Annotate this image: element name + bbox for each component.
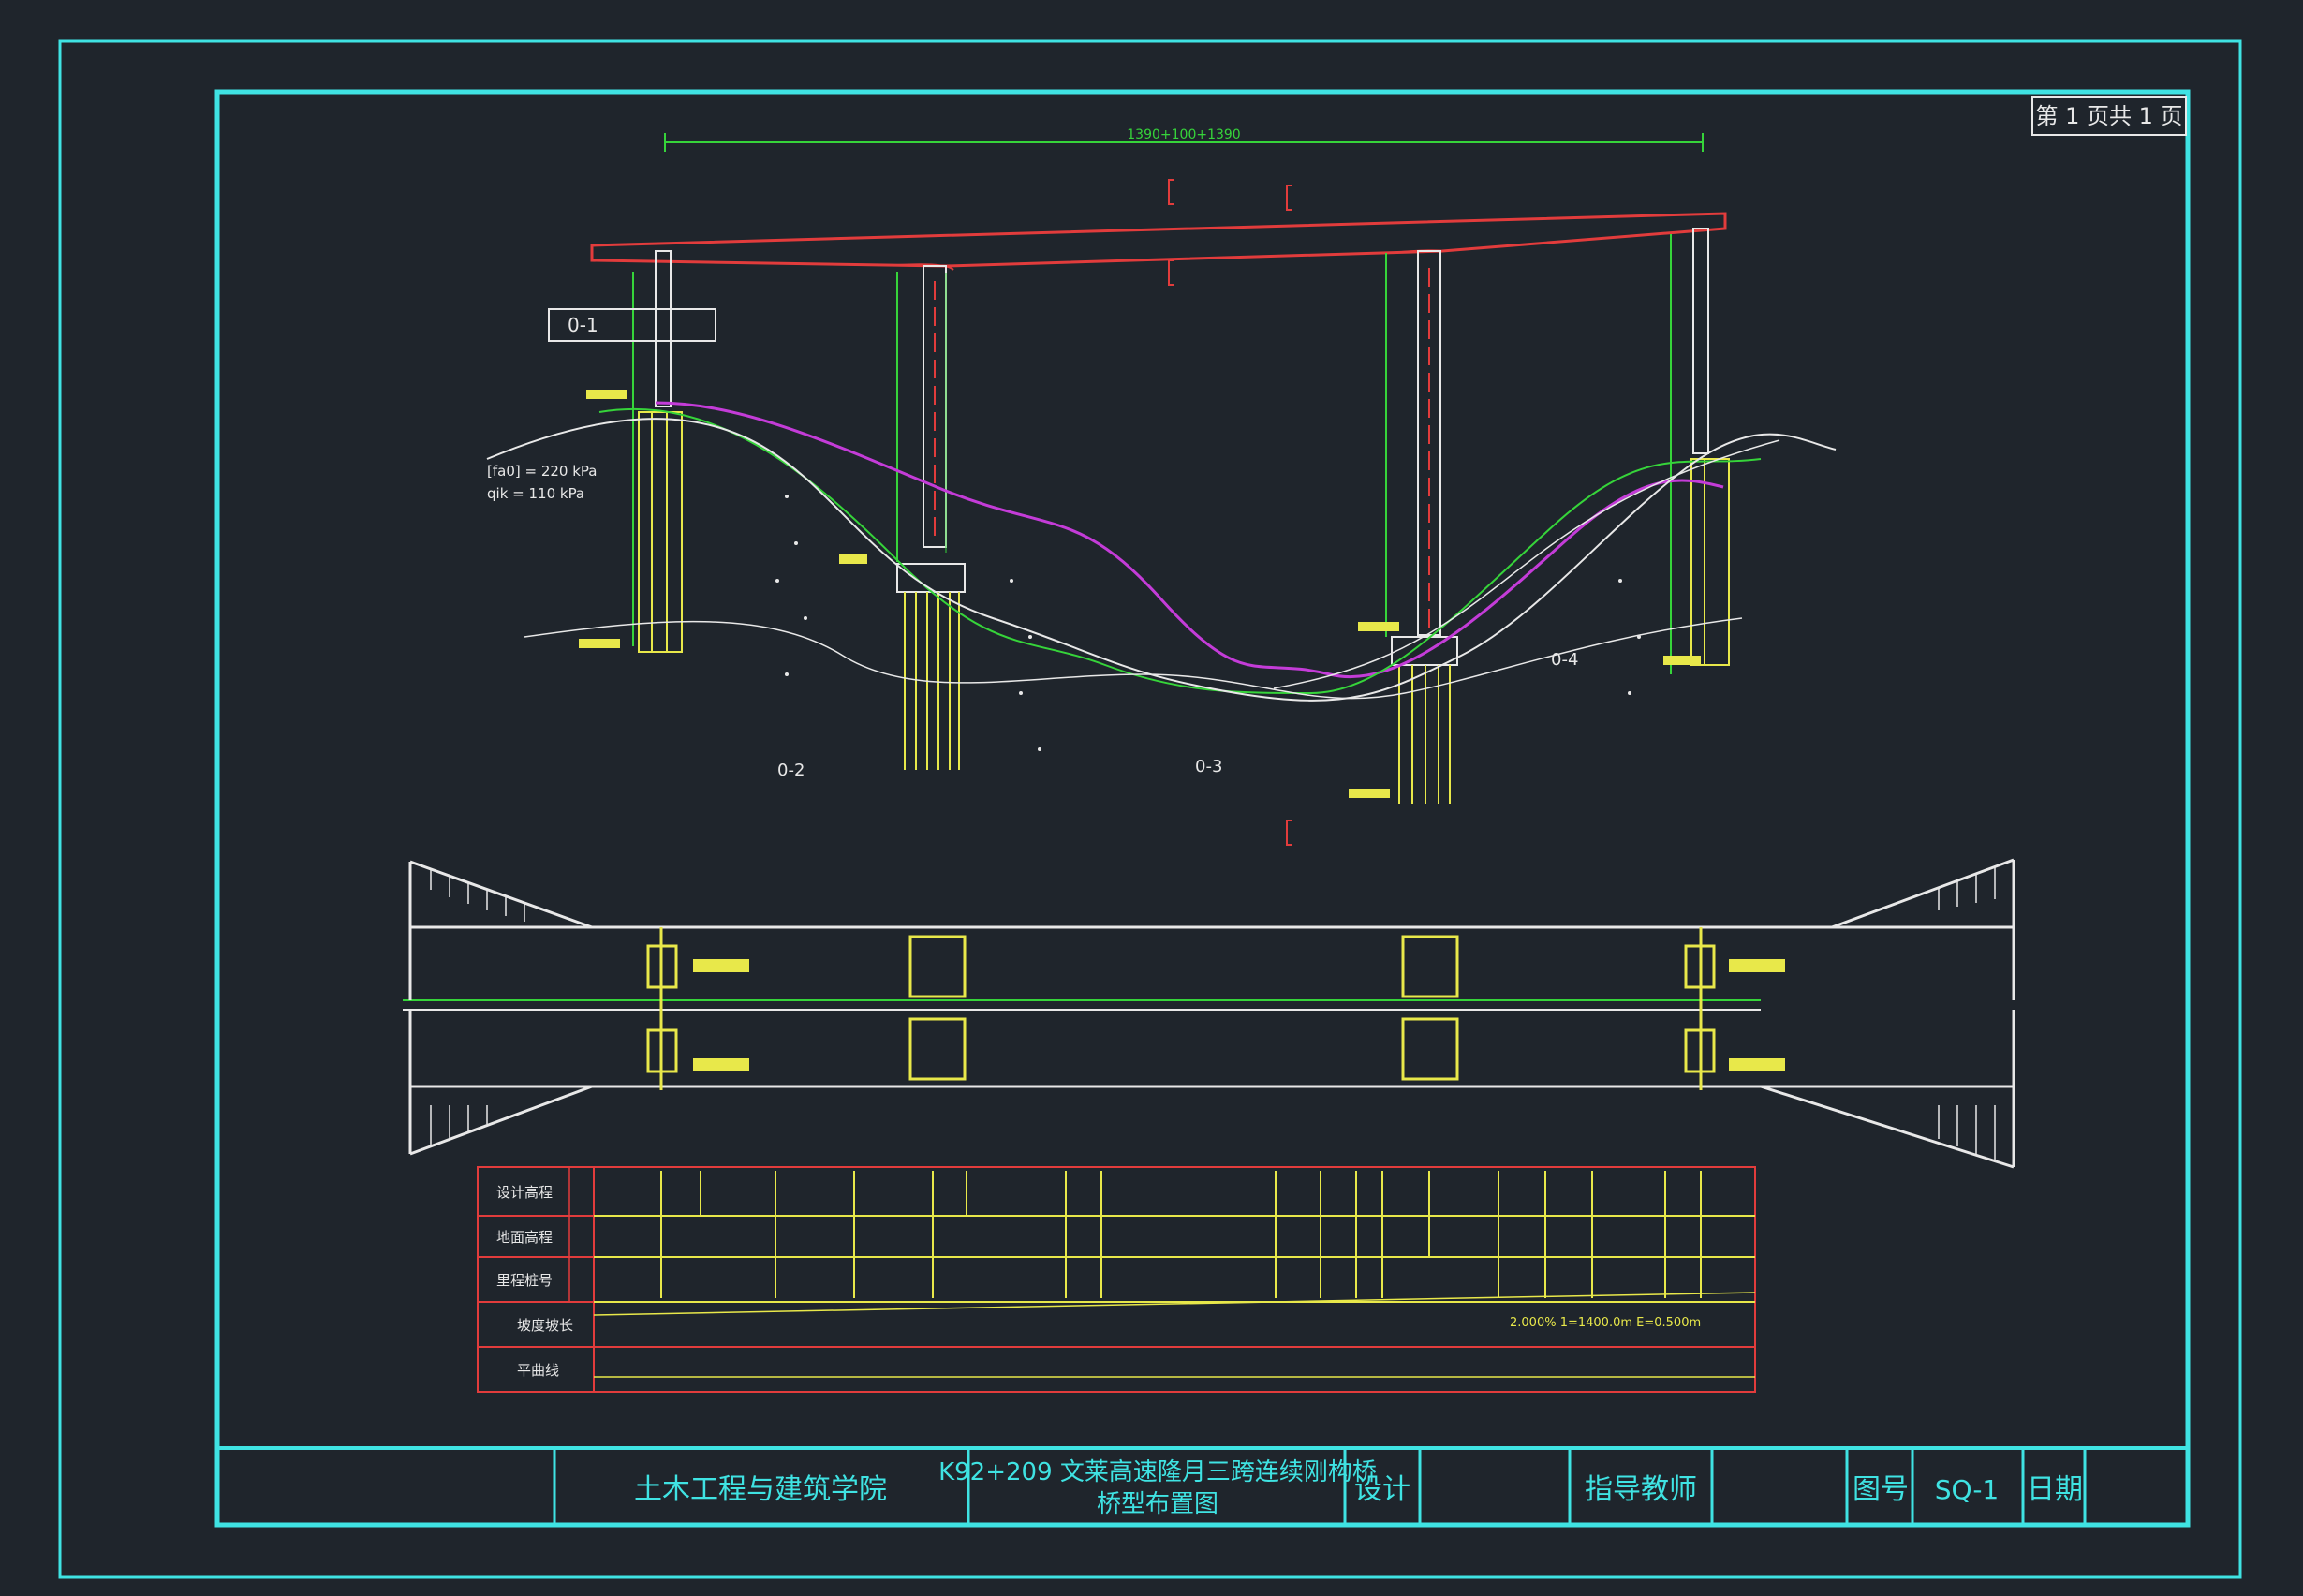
bearing-value-1: [fa0] = 220 kPa <box>487 463 597 480</box>
inner-frame <box>214 89 2191 1528</box>
label-box-0-1: 0-1 <box>548 308 716 342</box>
row-label-chainage: 里程桩号 <box>496 1272 553 1289</box>
grade-note: 2.000% 1=1400.0m E=0.500m <box>1510 1316 1701 1330</box>
date-label: 日期 <box>2027 1473 2083 1506</box>
row-label-ground-elev: 地面高程 <box>496 1229 553 1246</box>
pier-label-0-3: 0-3 <box>1195 757 1222 776</box>
top-dimension-label: 1390+100+1390 <box>1127 127 1240 142</box>
abutment-label-0-4: 0-4 <box>1551 650 1578 670</box>
row-label-grade: 坡度坡长 <box>517 1317 573 1334</box>
project-title-line1: K92+209 文莱高速隆月三跨连续刚构桥 <box>938 1458 1377 1486</box>
design-label: 设计 <box>1354 1473 1410 1506</box>
pier-foundation-right <box>1391 636 1458 804</box>
page-label-box: 第 1 页共 1 页 <box>2031 96 2187 136</box>
ground-line-green <box>598 407 1762 695</box>
ground-line-white-1 <box>486 418 1837 702</box>
abutment-right <box>1670 228 1730 674</box>
row-label-design-elev: 设计高程 <box>496 1184 553 1201</box>
plan-view <box>403 858 2015 1169</box>
outer-frame <box>58 39 2242 1579</box>
school-name: 土木工程与建筑学院 <box>634 1473 887 1506</box>
pier-foundation-left <box>896 563 966 770</box>
main-pier-left <box>896 265 947 562</box>
pier-label-0-2: 0-2 <box>777 761 805 780</box>
ground-line-magenta <box>655 401 1724 679</box>
profile-table: 设计高程 地面高程 里程桩号 坡度坡长 平曲线 2.000% 1=1400.0m… <box>477 1166 1756 1393</box>
title-block: 土木工程与建筑学院 K92+209 文莱高速隆月三跨连续刚构桥 桥型布置图 设计… <box>215 1446 2190 1527</box>
row-label-curve: 平曲线 <box>517 1362 559 1379</box>
elevation-view: 1390+100+1390 <box>486 127 1837 846</box>
main-pier-right <box>1385 250 1441 637</box>
ground-line-white-3 <box>1273 439 1780 689</box>
abutment-label-0-1: 0-1 <box>568 314 598 336</box>
page-label: 第 1 页共 1 页 <box>2035 103 2182 129</box>
ground-line-white-2 <box>524 617 1743 700</box>
drawing-no-value: SQ-1 <box>1935 1474 2000 1505</box>
advisor-label: 指导教师 <box>1585 1473 1697 1506</box>
project-title-line2: 桥型布置图 <box>1097 1490 1218 1518</box>
box-girder <box>590 212 1727 268</box>
bearing-value-2: qik = 110 kPa <box>487 485 584 502</box>
abutment-left <box>632 250 683 653</box>
drawing-no-label: 图号 <box>1853 1473 1909 1506</box>
